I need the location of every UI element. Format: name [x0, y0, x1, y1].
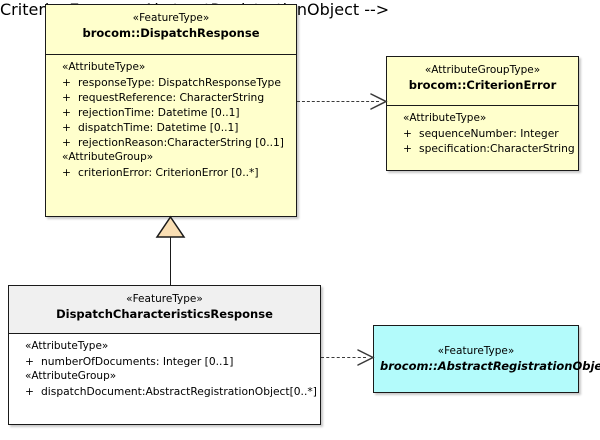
attribute-row: + responseType: DispatchResponseType	[50, 75, 292, 90]
class-body-dispatch-characteristics-response: «AttributeType» + numberOfDocuments: Inte…	[9, 334, 320, 405]
class-stereotype: «AttributeGroupType»	[424, 64, 541, 76]
attribute-text: requestReference: CharacterString	[78, 91, 265, 104]
class-body-dispatch-response: «AttributeType» + responseType: DispatchR…	[46, 55, 296, 186]
attribute-row: + dispatchTime: Datetime [0..1]	[50, 120, 292, 135]
attribute-visibility: +	[62, 91, 71, 104]
attribute-row: + numberOfDocuments: Integer [0..1]	[13, 354, 316, 369]
attribute-row: + specification:CharacterString	[391, 141, 575, 156]
class-body-criterion-error: «AttributeType» + sequenceNumber: Integer…	[387, 106, 578, 162]
attribute-text: criterionError: CriterionError [0..*]	[78, 166, 259, 179]
attribute-visibility: +	[62, 136, 71, 149]
attribute-visibility: +	[62, 106, 71, 119]
attribute-group-label: «AttributeGroup»	[25, 370, 117, 382]
class-box-dispatch-response[interactable]: «FeatureType» brocom::DispatchResponse «…	[45, 4, 297, 217]
attribute-visibility: +	[62, 76, 71, 89]
class-header-dispatch-characteristics-response: «FeatureType» DispatchCharacteristicsRes…	[9, 286, 320, 334]
dependency-line-registration-object	[321, 357, 366, 358]
attribute-row: + requestReference: CharacterString	[50, 90, 292, 105]
class-box-dispatch-characteristics-response[interactable]: «FeatureType» DispatchCharacteristicsRes…	[8, 285, 321, 425]
class-name: DispatchCharacteristicsResponse	[56, 307, 273, 321]
class-name: brocom::AbstractRegistrationObject	[380, 359, 600, 373]
class-name: brocom::DispatchResponse	[82, 26, 260, 40]
attribute-row: + rejectionTime: Datetime [0..1]	[50, 105, 292, 120]
attribute-text: responseType: DispatchResponseType	[78, 76, 281, 89]
attribute-visibility: +	[403, 142, 412, 155]
class-stereotype: «FeatureType»	[126, 293, 203, 305]
generalization-line-dispatch-response	[170, 236, 171, 286]
attribute-text: rejectionReason:CharacterString [0..1]	[78, 136, 284, 149]
attribute-text: sequenceNumber: Integer	[419, 127, 559, 140]
attribute-row: + dispatchDocument:AbstractRegistrationOb…	[13, 384, 317, 399]
attribute-visibility: +	[62, 121, 71, 134]
attribute-visibility: +	[25, 355, 34, 368]
class-header-dispatch-response: «FeatureType» brocom::DispatchResponse	[46, 5, 296, 55]
class-box-criterion-error[interactable]: «AttributeGroupType» brocom::CriterionEr…	[386, 56, 579, 171]
attribute-visibility: +	[403, 127, 412, 140]
class-name: brocom::CriterionError	[408, 78, 557, 92]
attribute-visibility: +	[62, 166, 71, 179]
attribute-text: specification:CharacterString	[419, 142, 575, 155]
attribute-text: rejectionTime: Datetime [0..1]	[78, 106, 240, 119]
attribute-text: dispatchDocument:AbstractRegistrationObj…	[41, 385, 317, 398]
open-arrowhead-icon-registration-object	[357, 349, 375, 366]
attribute-row: + rejectionReason:CharacterString [0..1]	[50, 135, 292, 150]
attribute-group-label: «AttributeType»	[403, 112, 487, 124]
attribute-group-label: «AttributeType»	[62, 61, 146, 73]
class-header-abstract-registration-object: «FeatureType» brocom::AbstractRegistrati…	[374, 326, 600, 392]
class-header-criterion-error: «AttributeGroupType» brocom::CriterionEr…	[387, 57, 578, 106]
class-stereotype: «FeatureType»	[437, 345, 515, 357]
attribute-row: + criterionError: CriterionError [0..*]	[50, 165, 292, 180]
attribute-group-label: «AttributeGroup»	[62, 151, 154, 163]
dependency-line-criterion-error	[297, 101, 379, 102]
attribute-text: numberOfDocuments: Integer [0..1]	[41, 355, 234, 368]
open-arrowhead-icon-criterion-error	[370, 93, 388, 110]
attribute-visibility: +	[25, 385, 34, 398]
attribute-text: dispatchTime: Datetime [0..1]	[78, 121, 239, 134]
attribute-row: + sequenceNumber: Integer	[391, 126, 574, 141]
attribute-group-label: «AttributeType»	[25, 340, 109, 352]
class-box-abstract-registration-object[interactable]: «FeatureType» brocom::AbstractRegistrati…	[373, 325, 600, 393]
class-stereotype: «FeatureType»	[132, 12, 210, 24]
hollow-triangle-arrowhead-icon	[155, 215, 186, 238]
